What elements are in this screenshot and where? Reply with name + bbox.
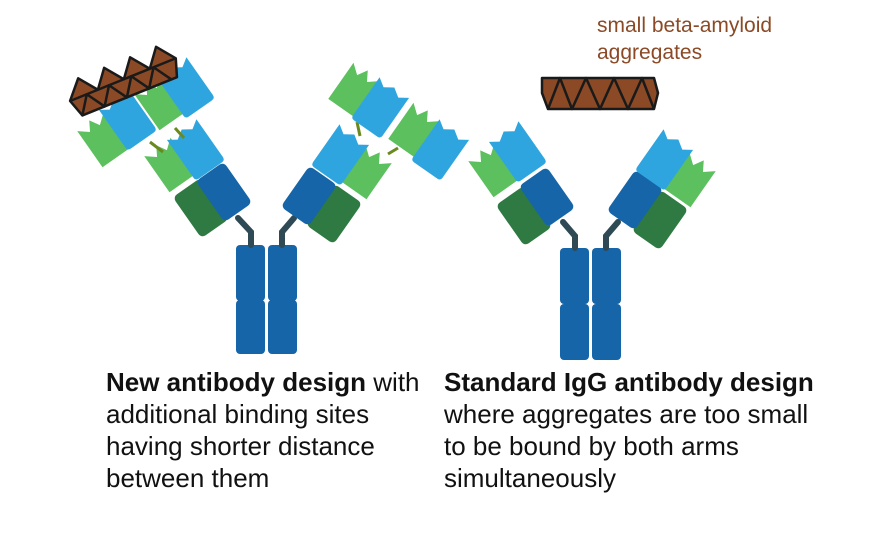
fc-stem (236, 245, 297, 354)
free-aggregate (540, 76, 660, 111)
right-arm (606, 129, 717, 251)
caption-standard-igg: Standard IgG antibody design where aggre… (444, 366, 824, 494)
caption-new-design: New antibody design with additional bind… (106, 366, 426, 494)
aggregates-label: small beta-amyloid aggregates (597, 14, 773, 64)
caption-standard-igg-body: where aggregates are too small to be bou… (444, 399, 809, 493)
left-arm (76, 57, 253, 239)
bound-aggregate (68, 45, 179, 117)
antibody-new-design (68, 45, 470, 354)
caption-new-design-title: New antibody design (106, 367, 367, 397)
left-arm (467, 121, 576, 247)
antibody-standard-igg (467, 76, 717, 360)
caption-standard-igg-title: Standard IgG antibody design (444, 367, 814, 397)
right-arm (280, 61, 470, 245)
fc-stem (560, 248, 621, 360)
caption-new-design-body: with additional binding sites having sho… (106, 367, 420, 493)
